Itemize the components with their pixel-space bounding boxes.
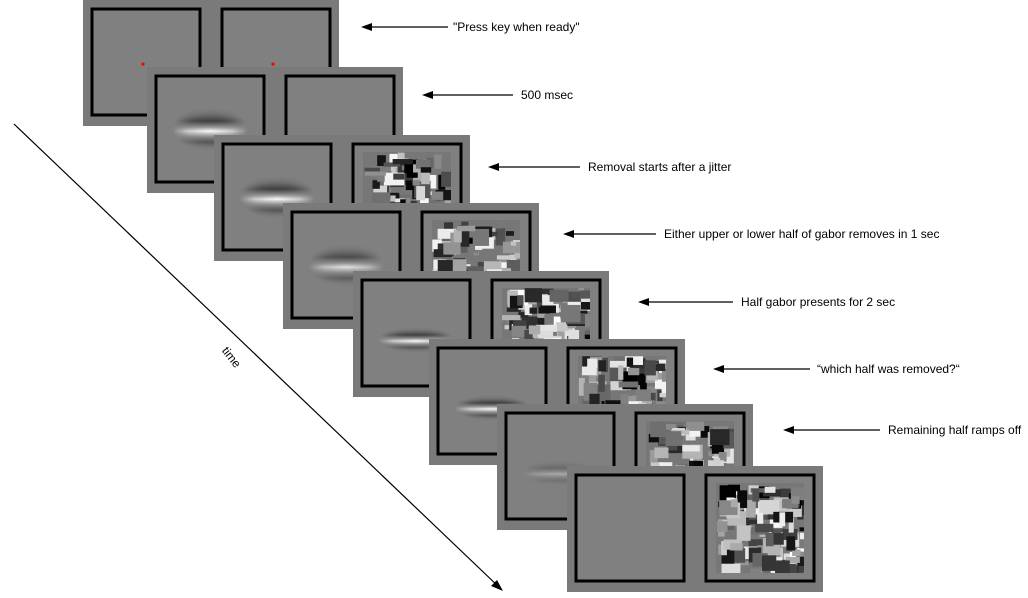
noise-mask [716, 483, 804, 573]
step-label: Half gabor presents for 2 sec [741, 295, 896, 309]
step-arrow [361, 23, 448, 31]
fixation-dot [271, 62, 275, 66]
step-arrow [488, 163, 580, 171]
step-label: 500 msec [521, 88, 574, 102]
step-arrow [783, 426, 880, 434]
stimulus-panel-left [154, 74, 266, 184]
step-arrow [713, 365, 810, 373]
step-label: Remaining half ramps off [888, 423, 1022, 437]
fixation-dot [141, 62, 145, 66]
step-label: Removal starts after a jitter [588, 160, 732, 174]
time-axis-line [13, 123, 501, 589]
trial-frame [567, 466, 823, 592]
step-arrow [563, 230, 656, 238]
time-axis-arrowhead [491, 580, 503, 591]
step-label: "Press key when ready" [453, 20, 580, 34]
stimulus-panel-right [704, 473, 816, 583]
step-arrow [422, 91, 513, 99]
stimulus-panel-left [574, 473, 686, 583]
step-label: “which half was removed?“ [817, 362, 960, 376]
step-label: Either upper or lower half of gabor remo… [664, 227, 940, 241]
step-arrow [638, 298, 733, 306]
